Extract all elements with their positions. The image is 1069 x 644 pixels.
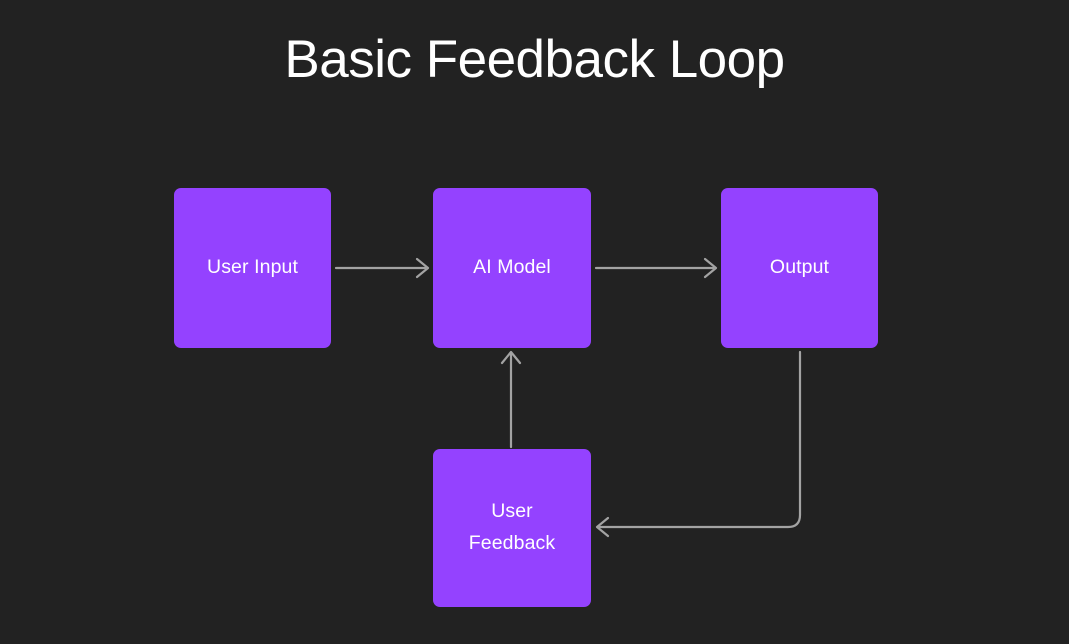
arrowhead-right-icon	[415, 257, 430, 279]
connector-ai-model-to-output	[594, 257, 718, 279]
node-user-feedback[interactable]: User Feedback	[433, 449, 591, 607]
node-user-feedback-label: User Feedback	[468, 500, 556, 554]
node-ai-model-label: AI Model	[473, 256, 551, 279]
node-user-input-label: User Input	[207, 256, 298, 279]
arrowhead-up-icon	[500, 350, 522, 365]
node-user-input[interactable]: User Input	[174, 188, 331, 348]
page-title: Basic Feedback Loop	[284, 30, 785, 89]
connector-user-feedback-to-ai-model	[500, 350, 522, 449]
connector-output-to-user-feedback	[595, 350, 802, 538]
node-ai-model[interactable]: AI Model	[433, 188, 591, 348]
connector-line	[598, 350, 802, 529]
connector-user-input-to-ai-model	[334, 257, 430, 279]
arrowhead-right-icon	[703, 257, 718, 279]
arrowhead-left-icon	[595, 516, 610, 538]
node-output[interactable]: Output	[721, 188, 878, 348]
node-output-label: Output	[769, 256, 830, 279]
